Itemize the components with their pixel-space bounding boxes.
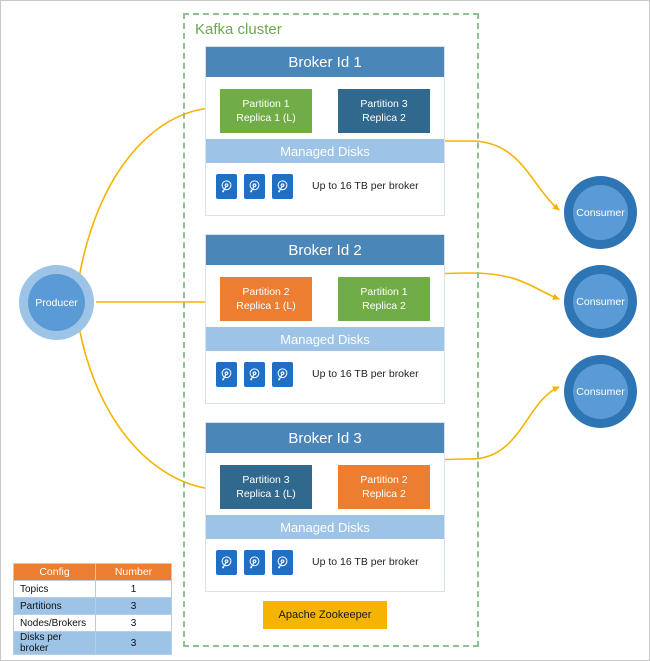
partition-line-2: Replica 2 — [362, 300, 406, 312]
partition-block[interactable]: Partition 3 Replica 1 (L) — [220, 465, 312, 509]
consumer-label: Consumer — [576, 295, 625, 308]
disk-capacity-label: Up to 16 TB per broker — [312, 368, 419, 380]
managed-disks-header: Managed Disks — [206, 515, 444, 539]
broker-panel-3[interactable]: Broker Id 3 Partition 3 Replica 1 (L) Pa… — [205, 422, 445, 592]
producer-inner-circle: Producer — [28, 274, 85, 331]
disk-icon — [244, 549, 265, 575]
partition-line-2: Replica 1 (L) — [236, 112, 296, 124]
partition-line-1: Partition 2 — [242, 286, 290, 298]
consumer-label: Consumer — [576, 385, 625, 398]
partition-line-2: Replica 2 — [362, 488, 406, 500]
partition-block[interactable]: Partition 1 Replica 1 (L) — [220, 89, 312, 133]
table-row: Partitions 3 — [13, 597, 172, 615]
managed-disks-body: Up to 16 TB per broker — [206, 539, 444, 585]
config-value: 3 — [95, 597, 172, 615]
managed-disks-body: Up to 16 TB per broker — [206, 351, 444, 397]
partition-block[interactable]: Partition 2 Replica 2 — [338, 465, 430, 509]
managed-disks-header: Managed Disks — [206, 139, 444, 163]
consumer-label: Consumer — [576, 206, 625, 219]
config-table: Config Number Topics 1 Partitions 3 Node… — [13, 563, 172, 655]
broker-partitions-2: Partition 2 Replica 1 (L) Partition 1 Re… — [206, 265, 444, 327]
partition-block[interactable]: Partition 2 Replica 1 (L) — [220, 277, 312, 321]
config-value: 1 — [95, 580, 172, 598]
broker-title-2: Broker Id 2 — [206, 235, 444, 265]
disk-icon — [272, 549, 293, 575]
broker-title-1: Broker Id 1 — [206, 47, 444, 77]
consumer-node-3[interactable]: Consumer — [564, 355, 637, 428]
broker-panel-2[interactable]: Broker Id 2 Partition 2 Replica 1 (L) Pa… — [205, 234, 445, 404]
consumer-node-1[interactable]: Consumer — [564, 176, 637, 249]
disk-icon — [244, 173, 265, 199]
consumer-inner-circle: Consumer — [573, 364, 628, 419]
broker-panel-1[interactable]: Broker Id 1 Partition 1 Replica 1 (L) Pa… — [205, 46, 445, 216]
disk-icon — [272, 173, 293, 199]
broker-title-3: Broker Id 3 — [206, 423, 444, 453]
disk-icon — [216, 549, 237, 575]
config-col-header: Config — [13, 563, 96, 581]
consumer-inner-circle: Consumer — [573, 274, 628, 329]
disk-icon — [244, 361, 265, 387]
config-key: Topics — [13, 580, 96, 598]
apache-zookeeper-box[interactable]: Apache Zookeeper — [263, 601, 387, 629]
disk-icon — [216, 361, 237, 387]
managed-disks-header: Managed Disks — [206, 327, 444, 351]
config-value: 3 — [95, 614, 172, 632]
config-value: 3 — [95, 631, 172, 655]
broker-partitions-1: Partition 1 Replica 1 (L) Partition 3 Re… — [206, 77, 444, 139]
config-key: Disks per broker — [13, 631, 96, 655]
config-key: Nodes/Brokers — [13, 614, 96, 632]
partition-line-1: Partition 2 — [360, 474, 408, 486]
table-row: Disks per broker 3 — [13, 631, 172, 655]
partition-line-2: Replica 1 (L) — [236, 488, 296, 500]
disk-icon — [272, 361, 293, 387]
disk-capacity-label: Up to 16 TB per broker — [312, 180, 419, 192]
managed-disks-body: Up to 16 TB per broker — [206, 163, 444, 209]
config-key: Partitions — [13, 597, 96, 615]
partition-line-2: Replica 2 — [362, 112, 406, 124]
table-header-row: Config Number — [13, 563, 172, 581]
disk-capacity-label: Up to 16 TB per broker — [312, 556, 419, 568]
consumer-node-2[interactable]: Consumer — [564, 265, 637, 338]
table-row: Topics 1 — [13, 580, 172, 598]
table-row: Nodes/Brokers 3 — [13, 614, 172, 632]
disk-icon — [216, 173, 237, 199]
producer-label: Producer — [35, 296, 78, 309]
partition-line-1: Partition 1 — [360, 286, 408, 298]
number-col-header: Number — [95, 563, 172, 581]
partition-block[interactable]: Partition 3 Replica 2 — [338, 89, 430, 133]
producer-node[interactable]: Producer — [19, 265, 94, 340]
partition-line-1: Partition 3 — [242, 474, 290, 486]
partition-line-1: Partition 1 — [242, 98, 290, 110]
partition-line-2: Replica 1 (L) — [236, 300, 296, 312]
partition-line-1: Partition 3 — [360, 98, 408, 110]
broker-partitions-3: Partition 3 Replica 1 (L) Partition 2 Re… — [206, 453, 444, 515]
partition-block[interactable]: Partition 1 Replica 2 — [338, 277, 430, 321]
kafka-cluster-label: Kafka cluster — [195, 21, 282, 38]
consumer-inner-circle: Consumer — [573, 185, 628, 240]
